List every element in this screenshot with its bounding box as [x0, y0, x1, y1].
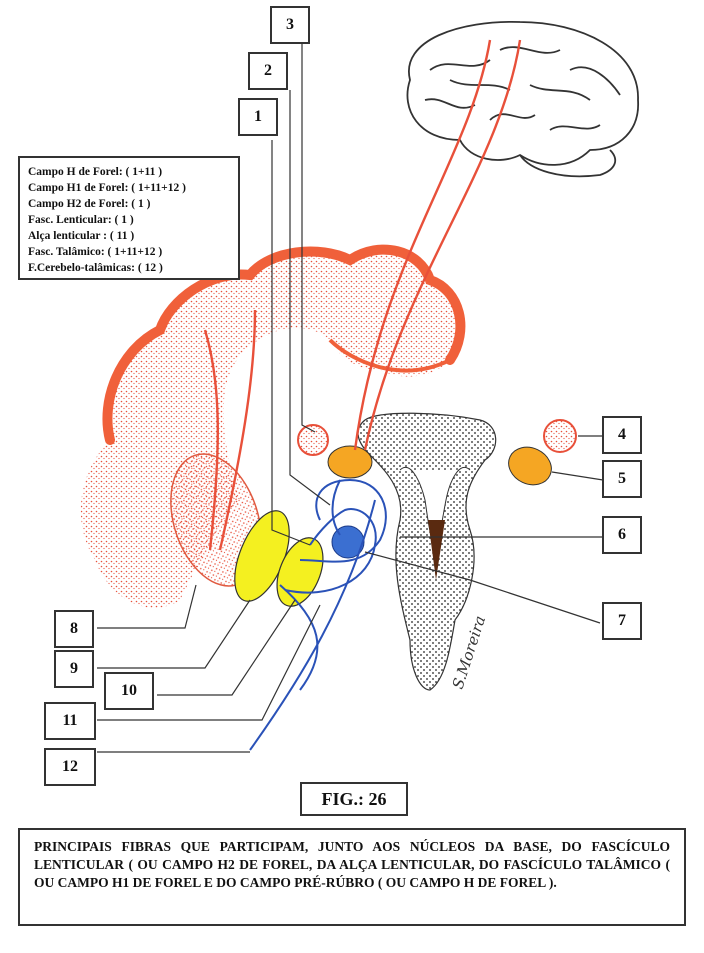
label-box-1: 1 — [238, 98, 278, 136]
label-box-8: 8 — [54, 610, 94, 648]
signature-text: S.Moreira — [449, 614, 490, 692]
label-number: 6 — [618, 526, 626, 543]
label-box-3: 3 — [270, 6, 310, 44]
thalamic-nucleus-left — [327, 445, 373, 479]
label-number: 5 — [618, 470, 626, 487]
label-number: 9 — [70, 660, 78, 677]
legend-row: F.Cerebelo-talâmicas: ( 12 ) — [28, 262, 163, 274]
label-number: 2 — [264, 62, 272, 79]
caption-box: PRINCIPAIS FIBRAS QUE PARTICIPAM, JUNTO … — [18, 828, 686, 926]
label-number: 1 — [254, 108, 262, 125]
label-box-12: 12 — [44, 748, 96, 786]
label-box-7: 7 — [602, 602, 642, 640]
label-box-5: 5 — [602, 460, 642, 498]
red-fibers — [203, 39, 522, 551]
thalamic-nucleus-right — [508, 446, 552, 486]
legend-box: Campo H de Forel: ( 1+11 ) Campo H1 de F… — [18, 156, 240, 280]
legend-row: Campo H2 de Forel: ( 1 ) — [28, 198, 151, 210]
label-number: 8 — [70, 620, 78, 637]
brainstem — [357, 412, 497, 691]
label-box-2: 2 — [248, 52, 288, 90]
label-box-11: 11 — [44, 702, 96, 740]
label-box-6: 6 — [602, 516, 642, 554]
red-nucleus-left — [297, 424, 329, 456]
label-number: 3 — [286, 16, 294, 33]
leader-lines — [97, 35, 605, 753]
legend-row: Alça lenticular : ( 11 ) — [28, 230, 135, 242]
label-number: 12 — [62, 758, 78, 775]
figure-label-text: FIG.: 26 — [321, 788, 387, 809]
legend-row: Fasc. Lenticular: ( 1 ) — [28, 214, 134, 226]
label-box-10: 10 — [104, 672, 154, 710]
legend-row: Campo H1 de Forel: ( 1+11+12 ) — [28, 182, 186, 194]
label-number: 10 — [121, 682, 137, 699]
legend-row: Fasc. Talâmico: ( 1+11+12 ) — [28, 246, 163, 258]
red-nucleus-right — [543, 419, 577, 453]
label-number: 4 — [618, 426, 626, 443]
legend-row: Campo H de Forel: ( 1+11 ) — [28, 166, 163, 178]
label-box-4: 4 — [602, 416, 642, 454]
blue-fibers — [249, 478, 387, 751]
label-number: 11 — [62, 712, 78, 729]
figure-label: FIG.: 26 — [300, 782, 408, 816]
brain-overview-sketch — [406, 21, 639, 178]
label-number: 7 — [618, 612, 626, 629]
caption-text: PRINCIPAIS FIBRAS QUE PARTICIPAM, JUNTO … — [34, 839, 670, 890]
label-box-9: 9 — [54, 650, 94, 688]
